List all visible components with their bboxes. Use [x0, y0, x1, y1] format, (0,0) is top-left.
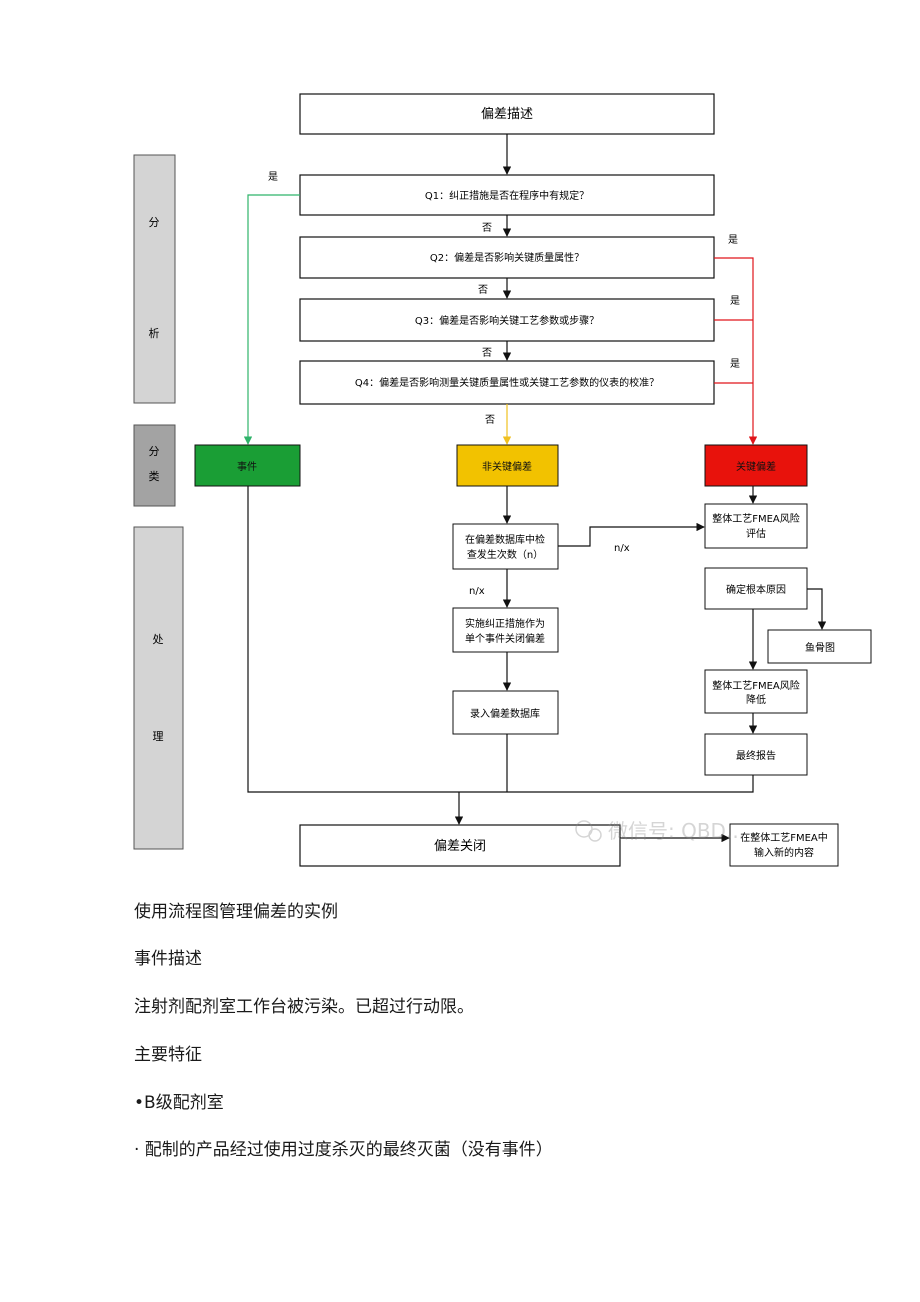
- final-report-box: [704, 733, 808, 776]
- fmea-eval-label-1: 整体工艺FMEA风险: [712, 512, 800, 525]
- fmea-eval-box: [704, 503, 808, 549]
- fmea-input-label-1: 在整体工艺FMEA中: [740, 831, 828, 844]
- heading-event-description: 事件描述: [134, 949, 202, 969]
- category-critical-box: [704, 444, 808, 487]
- stage-analysis: 分 析: [133, 154, 176, 404]
- deviation-flowchart: 分 析 分 类 处 理 偏差描述 Q1：纠正措施是否在程序中有规定？ Q2：偏差…: [133, 93, 872, 867]
- fmea-reduce-box: [704, 669, 808, 714]
- check-db-label-2: 查发生次数（n）: [467, 548, 543, 561]
- fmea-input-label-2: 输入新的内容: [754, 846, 814, 859]
- no-label-q2: 否: [478, 284, 488, 296]
- capa-box: [452, 607, 559, 653]
- q3-label: Q3：偏差是否影响关键工艺参数或步骤？: [415, 314, 599, 327]
- record-db-box: [452, 690, 559, 735]
- arrow-rootcause-fishbone: [807, 588, 827, 630]
- stage-classify-label-1: 分: [149, 445, 160, 458]
- capa-label-1: 实施纠正措施作为: [465, 617, 545, 630]
- category-noncritical-label: 非关键偏差: [482, 460, 532, 473]
- arrow-q2-yes-critical: [714, 257, 758, 445]
- fmea-eval-label-2: 评估: [746, 527, 766, 540]
- capa-label-2: 单个事件关闭偏差: [465, 632, 545, 645]
- stage-handle-label-2: 理: [153, 730, 164, 743]
- wechat-watermark: 微信号: QBD...: [575, 819, 745, 843]
- stage-classify-label-2: 类: [149, 469, 160, 483]
- n-lt-x-label: n/x: [469, 586, 485, 597]
- fmea-reduce-label-2: 降低: [746, 693, 766, 706]
- root-cause-label: 确定根本原因: [726, 583, 786, 596]
- yes-label-q1: 是: [268, 171, 278, 183]
- no-label-q3: 否: [482, 347, 492, 359]
- q3-box: [299, 298, 715, 342]
- final-report-label: 最终报告: [736, 749, 776, 762]
- stage-handle: 处 理: [133, 526, 184, 850]
- stage-analysis-label-2: 析: [149, 326, 160, 340]
- stage-analysis-label-1: 分: [149, 216, 160, 229]
- no-label-q1: 否: [482, 222, 492, 234]
- record-db-label: 录入偏差数据库: [470, 707, 540, 720]
- figure-caption: 使用流程图管理偏差的实例: [134, 902, 338, 922]
- q2-box: [299, 236, 715, 279]
- yes-label-q2: 是: [728, 234, 738, 246]
- q1-label: Q1：纠正措施是否在程序中有规定？: [425, 189, 589, 202]
- q2-label: Q2：偏差是否影响关键质量属性？: [430, 251, 584, 264]
- stage-classify: 分 类: [133, 424, 176, 507]
- category-noncritical-box: [456, 444, 559, 487]
- category-critical-label: 关键偏差: [736, 460, 776, 473]
- check-db-box: [452, 523, 559, 570]
- fmea-input-box: [729, 823, 839, 867]
- q1-box: [299, 174, 715, 216]
- fishbone-label: 鱼骨图: [805, 641, 835, 654]
- category-event-box: [194, 444, 301, 487]
- arrow-checkdb-fmea: [558, 522, 705, 547]
- wechat-icon: [575, 820, 593, 838]
- fmea-reduce-label-1: 整体工艺FMEA风险: [712, 679, 800, 692]
- close-box: [299, 824, 621, 867]
- root-cause-box: [704, 567, 808, 610]
- bullet-b-grade-room: •B级配剂室: [134, 1093, 224, 1113]
- check-db-label-1: 在偏差数据库中检: [465, 533, 545, 546]
- deviation-description-box: [299, 93, 715, 135]
- heading-main-features: 主要特征: [134, 1045, 202, 1065]
- q4-label: Q4：偏差是否影响测量关键质量属性或关键工艺参数的仪表的校准？: [355, 376, 659, 389]
- paragraph-event: 注射剂配剂室工作台被污染。已超过行动限。: [134, 997, 474, 1017]
- yes-label-q3: 是: [730, 295, 740, 307]
- stage-handle-label-1: 处: [153, 633, 164, 646]
- merge-line: [247, 486, 754, 793]
- yes-label-q4: 是: [730, 358, 740, 370]
- fishbone-box: [767, 629, 872, 664]
- bullet-sterilization: · 配制的产品经过使用过度杀灭的最终灭菌（没有事件）: [134, 1140, 553, 1160]
- deviation-description-label: 偏差描述: [481, 107, 533, 122]
- no-label-q4: 否: [485, 414, 495, 426]
- category-event-label: 事件: [237, 460, 257, 473]
- watermark-text: 微信号: QBD...: [608, 819, 745, 843]
- n-gt-x-label: n/x: [614, 543, 630, 554]
- arrow-q1-yes-event: [243, 194, 300, 445]
- close-label: 偏差关闭: [434, 839, 486, 854]
